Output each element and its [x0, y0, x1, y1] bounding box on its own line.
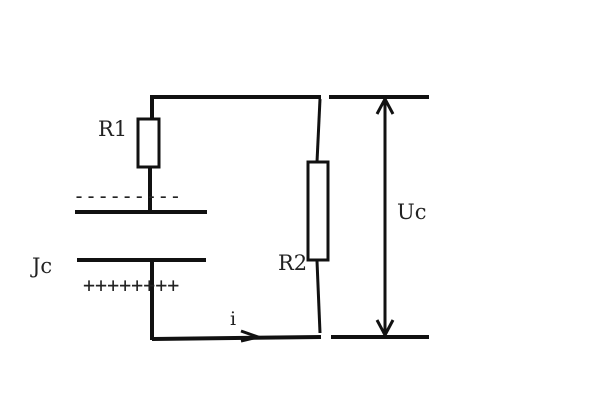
jc-label: Jc	[30, 254, 52, 278]
r1-resistor	[136, 117, 161, 169]
r2-label: R2	[278, 251, 307, 275]
r2-lower-wire	[315, 260, 322, 334]
r2-upper-wire	[315, 98, 322, 163]
positive-charge-label: ++++++++	[83, 273, 179, 297]
bottom-wire	[151, 334, 322, 342]
uc-voltage-top-arrow-icon	[375, 95, 395, 115]
uc-label: Uc	[397, 200, 426, 224]
current-arrow-icon	[240, 329, 264, 343]
r2-resistor	[306, 160, 330, 262]
r1-label: R1	[98, 117, 127, 141]
current-label: i	[230, 308, 236, 330]
uc-voltage-bottom-arrow-icon	[375, 319, 395, 339]
negative-charge-label: ---------	[73, 184, 181, 208]
